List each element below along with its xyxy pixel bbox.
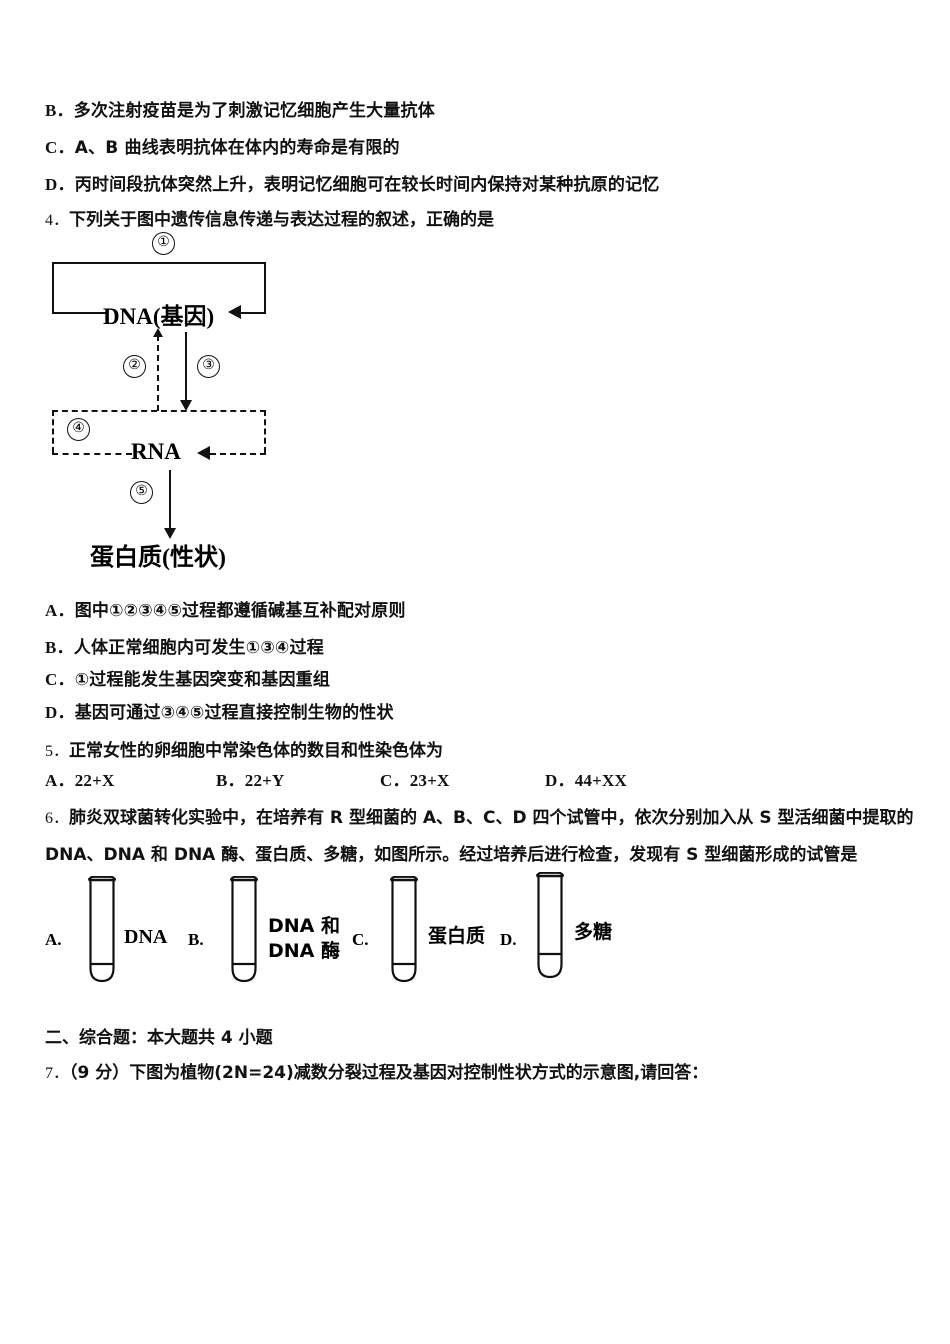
dna-replication-loop-box (52, 262, 266, 312)
question-5-stem-text: 正常女性的卵细胞中常染色体的数目和性染色体为 (69, 741, 444, 761)
dna-loop-arrowhead (228, 305, 241, 319)
process-label-1: ① (152, 232, 175, 255)
q4-option-d-label: D． (45, 703, 75, 722)
transcription-arrowhead (180, 400, 192, 411)
reverse-transcription-line (157, 335, 159, 411)
q3-option-d-text: 丙时间段抗体突然上升，表明记忆细胞可在较长时间内保持对某种抗原的记忆 (74, 175, 660, 195)
rna-replication-loop-box (52, 410, 266, 453)
tube-b-letter: B. (188, 930, 204, 949)
q5-option-d-label: D． (545, 771, 575, 790)
q4-option-a-label: A． (45, 601, 75, 620)
test-tube-figure: A. DNA B. DNA 和 DNA 酶 C. (40, 868, 680, 996)
tube-d-icon (536, 872, 564, 979)
question-7-stem: 7．（9 分）下图为植物(2N=24)减数分裂过程及基因对控制性状方式的示意图,… (45, 1058, 708, 1083)
q4-option-a-text: 图中①②③④⑤过程都遵循碱基互补配对原则 (74, 601, 406, 621)
tube-a-label: DNA (124, 926, 168, 948)
tube-d-label: 多糖 (574, 921, 613, 943)
translation-arrowhead (164, 528, 176, 539)
transcription-line (185, 332, 187, 402)
question-4-stem: 4．下列关于图中遗传信息传递与表达过程的叙述，正确的是 (45, 205, 494, 230)
process-label-2: ② (123, 355, 146, 378)
question-7-stem-text: （9 分）下图为植物(2N=24)减数分裂过程及基因对控制性状方式的示意图,请回… (69, 1063, 709, 1083)
process-label-4: ④ (67, 418, 90, 441)
section-2-heading: 二、综合题：本大题共 4 小题 (45, 1028, 273, 1048)
dna-loop-floor-left (52, 312, 107, 314)
reverse-transcription-arrowhead (153, 328, 163, 337)
question-7-number: 7． (45, 1065, 70, 1082)
rna-loop-floor-right (210, 453, 266, 455)
tube-c-icon (390, 876, 418, 983)
q4-option-d: D．基因可通过③④⑤过程直接控制生物的性状 (45, 698, 394, 723)
q4-option-c-label: C． (45, 670, 75, 689)
q3-option-b-text: 多次注射疫苗是为了刺激记忆细胞产生大量抗体 (73, 101, 435, 121)
tube-b-label-line-1: DNA 和 (268, 915, 340, 937)
question-5-stem: 5．正常女性的卵细胞中常染色体的数目和性染色体为 (45, 736, 443, 761)
q4-option-a: A．图中①②③④⑤过程都遵循碱基互补配对原则 (45, 596, 406, 621)
rna-loop-floor-left (52, 453, 132, 455)
q3-option-d: D．丙时间段抗体突然上升，表明记忆细胞可在较长时间内保持对某种抗原的记忆 (45, 170, 660, 195)
q4-option-b-label: B． (45, 638, 74, 657)
q5-option-d: D．44+XX (545, 766, 627, 791)
q5-option-c-label: C． (380, 771, 410, 790)
question-4-stem-text: 下列关于图中遗传信息传递与表达过程的叙述，正确的是 (69, 210, 495, 230)
node-rna-label: RNA (131, 439, 181, 464)
q3-option-c-label: C． (45, 138, 75, 157)
tube-a-icon (88, 876, 116, 983)
tube-c-letter: C. (352, 930, 369, 949)
q5-option-b: B．22+Y (216, 766, 285, 791)
q4-option-b-text: 人体正常细胞内可发生①③④过程 (73, 638, 324, 658)
question-6-stem-text-1: 肺炎双球菌转化实验中，在培养有 R 型细菌的 A、B、C、D 四个试管中，依次分… (69, 808, 914, 828)
q5-option-c: C．23+X (380, 766, 449, 791)
q5-option-b-text: 22+Y (244, 771, 285, 790)
q4-option-c-text: ①过程能发生基因突变和基因重组 (74, 670, 331, 690)
q5-option-a-text: 22+X (74, 771, 115, 790)
q5-option-c-text: 23+X (409, 771, 450, 790)
q3-option-d-label: D． (45, 175, 75, 194)
dna-loop-floor-right (241, 312, 266, 314)
tube-a-letter: A. (45, 930, 62, 949)
q5-option-d-text: 44+XX (574, 771, 627, 790)
node-protein-label: 蛋白质(性状) (90, 545, 226, 571)
question-6-stem-line-2: DNA、DNA 和 DNA 酶、蛋白质、多糖，如图所示。经过培养后进行检查，发现… (45, 845, 858, 865)
question-6-stem-line-1: 6．肺炎双球菌转化实验中，在培养有 R 型细菌的 A、B、C、D 四个试管中，依… (45, 803, 914, 828)
tube-b-icon (230, 876, 258, 983)
q4-option-b: B．人体正常细胞内可发生①③④过程 (45, 633, 324, 658)
node-dna-label: DNA(基因) (103, 304, 215, 329)
process-label-3: ③ (197, 355, 220, 378)
q5-option-a: A．22+X (45, 766, 114, 791)
tube-b-label-line-2: DNA 酶 (268, 940, 340, 962)
tube-c-label: 蛋白质 (428, 925, 486, 947)
q3-option-b-label: B． (45, 101, 74, 120)
gene-expression-diagram: ① DNA(基因) ② ③ ④ RNA ⑤ 蛋白质(性状) (45, 232, 345, 577)
question-5-number: 5． (45, 743, 70, 760)
q5-option-a-label: A． (45, 771, 75, 790)
tube-d-letter: D. (500, 930, 517, 949)
q4-option-c: C．①过程能发生基因突变和基因重组 (45, 665, 330, 690)
q3-option-c-text: A、B 曲线表明抗体在体内的寿命是有限的 (74, 138, 400, 158)
process-label-5: ⑤ (130, 481, 153, 504)
translation-line (169, 470, 171, 530)
q3-option-c: C．A、B 曲线表明抗体在体内的寿命是有限的 (45, 133, 400, 158)
q4-option-d-text: 基因可通过③④⑤过程直接控制生物的性状 (74, 703, 394, 723)
q3-option-b: B．多次注射疫苗是为了刺激记忆细胞产生大量抗体 (45, 96, 435, 121)
rna-loop-arrowhead (197, 446, 210, 460)
question-4-number: 4． (45, 212, 70, 229)
q5-option-b-label: B． (216, 771, 245, 790)
question-6-number: 6． (45, 810, 70, 827)
